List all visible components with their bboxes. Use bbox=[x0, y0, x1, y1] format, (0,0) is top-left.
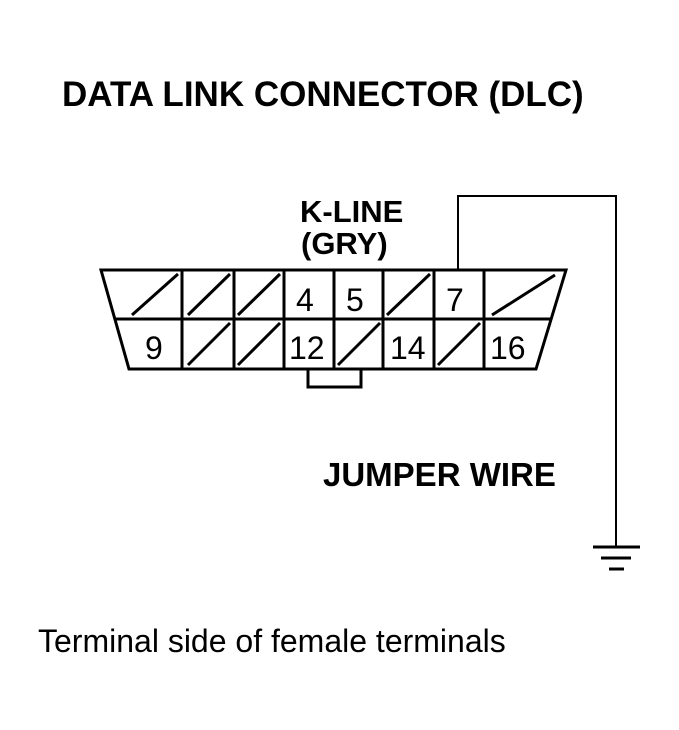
pin-5-label: 5 bbox=[346, 282, 364, 318]
pin-16-label: 16 bbox=[490, 330, 526, 366]
column-dividers bbox=[180, 270, 486, 369]
pin-4-label: 4 bbox=[296, 282, 314, 318]
jumper-wire bbox=[457, 195, 617, 546]
pin-7-label: 7 bbox=[446, 282, 464, 318]
pin-6-unused-mark bbox=[385, 272, 432, 317]
pin-14-label: 14 bbox=[390, 330, 426, 366]
connector-key-tab bbox=[306, 369, 363, 389]
k-line-color-label: (GRY) bbox=[301, 226, 388, 261]
pin-2-unused-mark bbox=[186, 272, 232, 317]
pin-15-unused-mark bbox=[436, 321, 482, 367]
pin-11-unused-mark bbox=[236, 321, 282, 367]
unused-terminal-slashes bbox=[131, 272, 556, 367]
connector-outline bbox=[99, 268, 569, 371]
pin-10-unused-mark bbox=[186, 321, 232, 367]
caption: Terminal side of female terminals bbox=[38, 623, 506, 659]
pin-9-label: 9 bbox=[145, 330, 163, 366]
pin-12-label: 12 bbox=[289, 330, 325, 366]
pin-8-unused-mark bbox=[491, 273, 556, 317]
k-line-label: K-LINE bbox=[300, 194, 403, 229]
ground-icon bbox=[593, 545, 640, 571]
pin-1-unused-mark bbox=[131, 272, 179, 317]
diagram-title: DATA LINK CONNECTOR (DLC) bbox=[62, 75, 584, 114]
pin-3-unused-mark bbox=[236, 272, 282, 317]
jumper-wire-label: JUMPER WIRE bbox=[323, 456, 556, 493]
pin-13-unused-mark bbox=[336, 321, 382, 367]
